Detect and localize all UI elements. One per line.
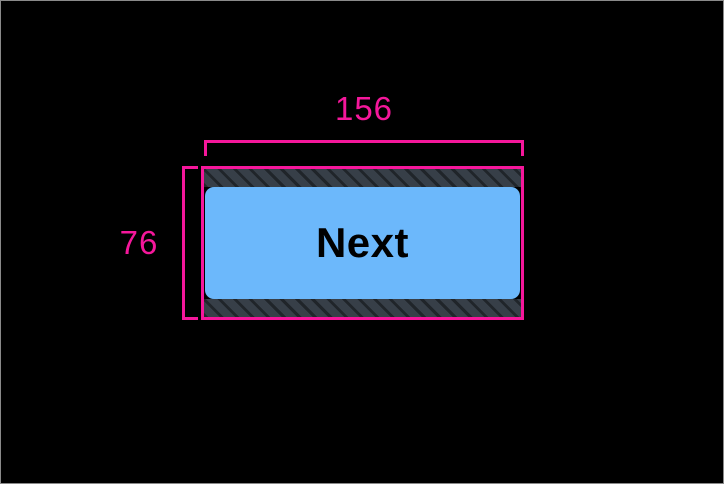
top-padding-band xyxy=(204,169,521,187)
bottom-padding-band xyxy=(204,299,521,317)
element-content-area: Next xyxy=(204,187,521,299)
width-dimension-bracket xyxy=(204,140,524,156)
width-measurement-label: 156 xyxy=(334,90,394,127)
next-button[interactable]: Next xyxy=(205,187,520,299)
height-dimension-bracket xyxy=(182,166,198,320)
inspected-element-outline[interactable]: Next xyxy=(201,166,524,320)
height-measurement-label: 76 xyxy=(119,224,159,261)
